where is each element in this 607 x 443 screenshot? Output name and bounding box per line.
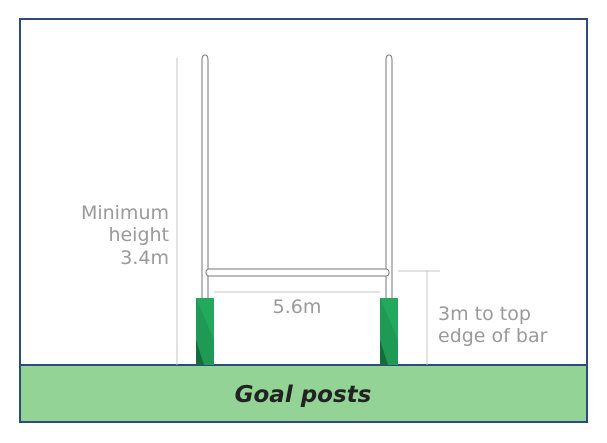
ground	[21, 365, 586, 421]
min-height-label-line3: 3.4m	[120, 247, 169, 269]
diagram-title: Goal posts	[235, 382, 372, 408]
left-post	[196, 54, 214, 365]
min-height-label-line2: height	[108, 224, 169, 246]
width-label: 5.6m	[273, 296, 322, 318]
bar-height-label-line1: 3m to top	[438, 303, 531, 325]
bar-height-label-line2: edge of bar	[438, 325, 548, 347]
crossbar	[205, 268, 390, 277]
right-post	[380, 54, 398, 365]
min-height-label-line1: Minimum	[81, 202, 169, 224]
diagram-frame	[19, 18, 588, 423]
